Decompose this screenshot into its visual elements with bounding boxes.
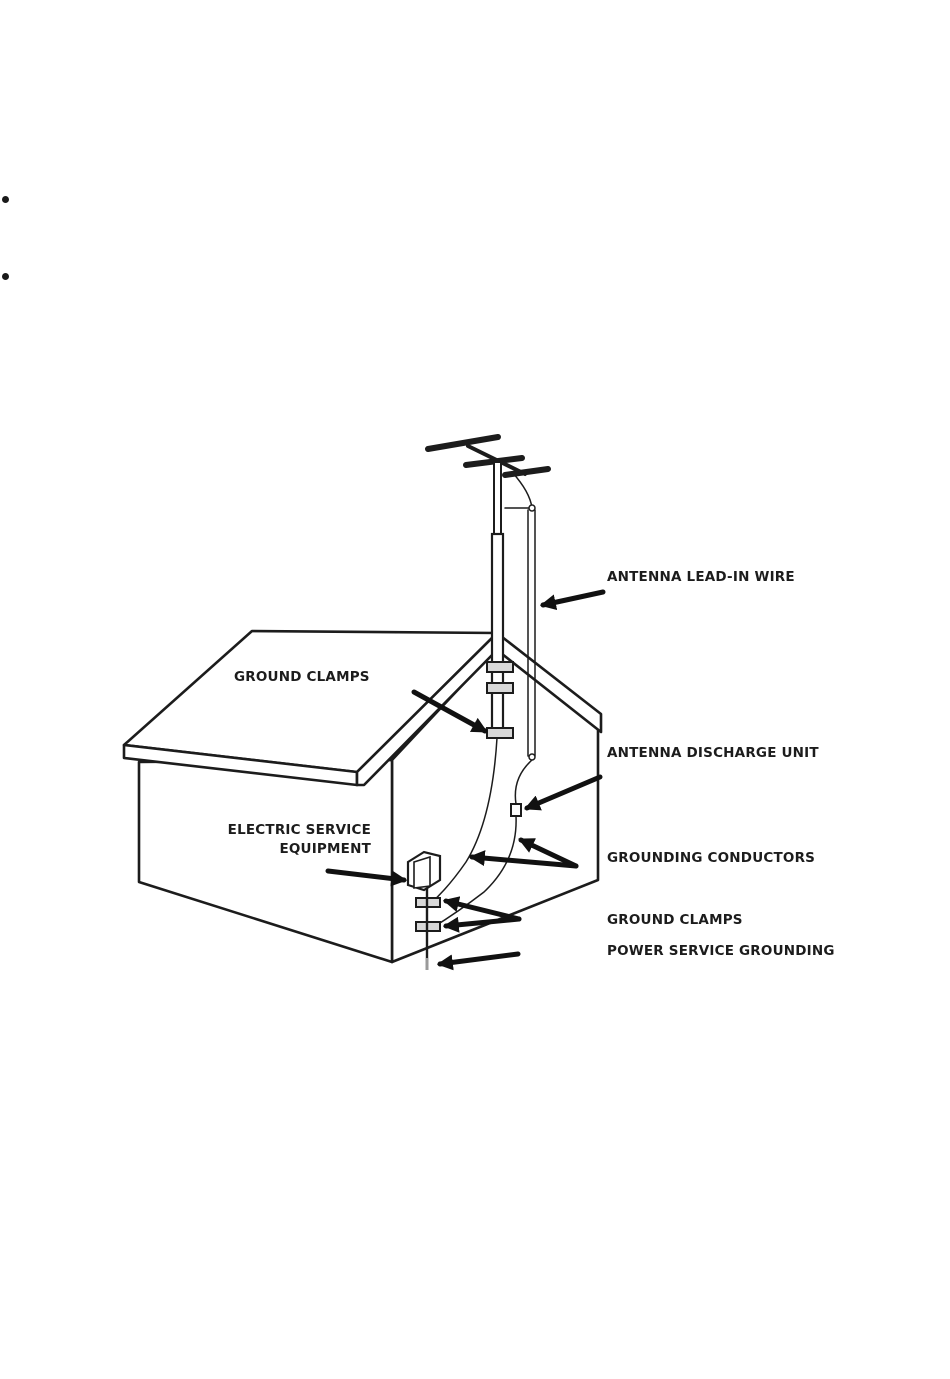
label-power-service-grounding: POWER SERVICE GROUNDING xyxy=(607,943,835,959)
label-antenna-lead-in-wire: ANTENNA LEAD-IN WIRE xyxy=(607,569,795,585)
arrow-lead-in-wire xyxy=(543,592,603,605)
label-antenna-discharge-unit: ANTENNA DISCHARGE UNIT xyxy=(607,745,819,761)
label-electric-service-line2: EQUIPMENT xyxy=(279,841,371,857)
house-side-wall xyxy=(139,760,392,962)
label-electric-service-line1: ELECTRIC SERVICE xyxy=(228,822,371,838)
power-service-ground-clamps xyxy=(416,888,440,970)
arrow-power-service-grounding xyxy=(440,954,518,964)
label-ground-clamps-bottom: GROUND CLAMPS xyxy=(607,912,743,928)
label-ground-clamps-top: GROUND CLAMPS xyxy=(234,669,370,685)
label-grounding-conductors: GROUNDING CONDUCTORS xyxy=(607,850,815,866)
antenna-discharge-unit xyxy=(511,804,521,816)
